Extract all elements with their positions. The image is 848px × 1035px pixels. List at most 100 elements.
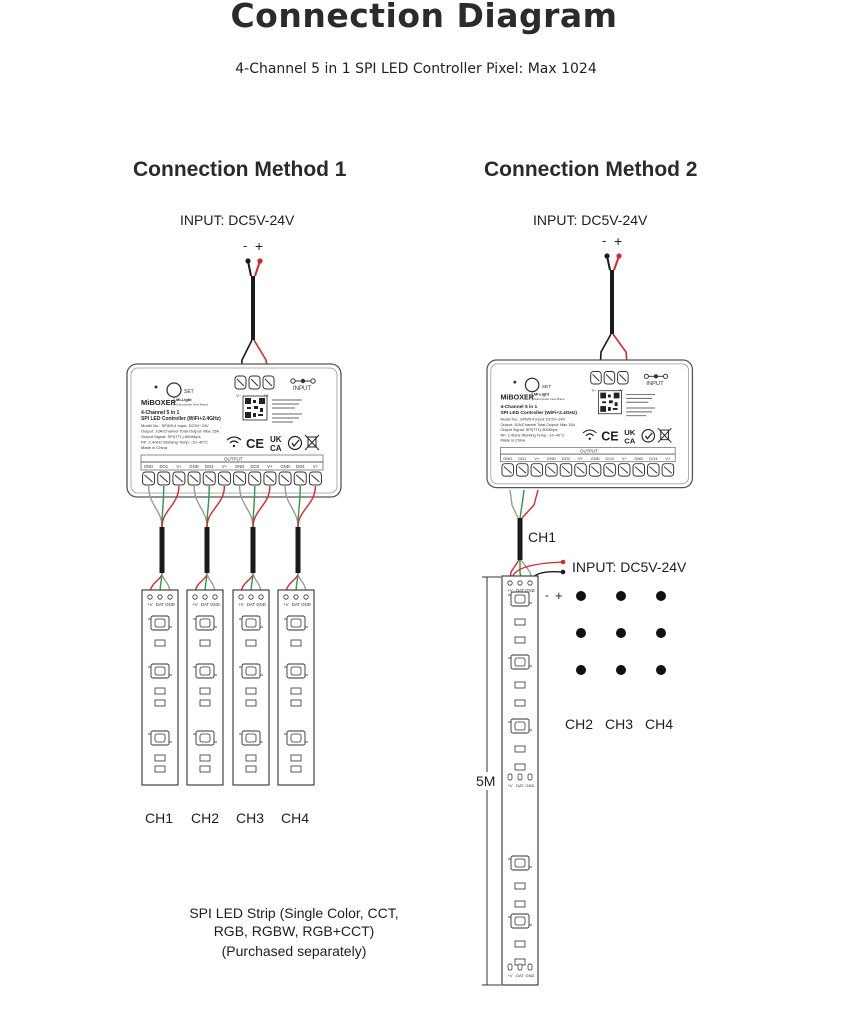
method2-polarity-plus: + — [614, 233, 622, 249]
terminal-label: GND — [591, 456, 600, 461]
method1-input-cable — [240, 258, 270, 379]
spec-line-5: Made in China — [141, 445, 168, 450]
dc-jack-icon-2 — [643, 373, 669, 379]
input-terminals-2: V− V+ — [590, 371, 629, 393]
led-chip-icon — [239, 615, 263, 631]
controller-method2: SET V− V+ INPUT MiBOXER Mi-Light Subordi… — [486, 359, 694, 489]
continuation-dot — [616, 628, 626, 638]
led-chip-icon — [193, 615, 217, 631]
brand-sub: Mi-Light — [176, 397, 192, 402]
strip-caption-line1: SPI LED Strip (Single Color, CCT, — [189, 905, 398, 921]
terminal-label: V+ — [267, 464, 273, 469]
brand-sub-2: Mi-Light — [534, 393, 550, 397]
resistor-icon — [199, 687, 211, 695]
led-chip-icon — [284, 615, 308, 631]
resistor-icon — [245, 754, 257, 762]
terminal-label: V+ — [534, 456, 540, 461]
method1-input-label: INPUT: DC5V-24V — [180, 212, 295, 228]
strip-pad-label: GND — [526, 973, 535, 978]
spec-line-4: RF: 2.4GHz Working Temp: -10~40°C — [141, 440, 208, 445]
brand-logo-2: MiBOXER — [500, 392, 534, 401]
resistor-icon — [514, 763, 526, 771]
other-channel-dots — [576, 591, 666, 675]
svg-text:Subordinate New Brand: Subordinate New Brand — [176, 403, 208, 407]
continuation-dot — [616, 591, 626, 601]
strip-pad-label: DAT — [516, 783, 524, 788]
strip-pad-label: DAT — [156, 602, 165, 607]
led-chip-icon — [239, 663, 263, 679]
controller-input-label: INPUT — [293, 386, 311, 392]
strip-pad-label: DAT — [292, 602, 301, 607]
dc-jack-icon — [290, 378, 316, 384]
terminal-label: GND — [280, 464, 289, 469]
ce-mark-2: CE — [601, 430, 618, 444]
led-chip-icon — [508, 591, 532, 607]
resistor-icon — [290, 754, 302, 762]
strip-pad-label: DAT — [516, 588, 525, 593]
spec-line-5-2: Made in China — [500, 439, 526, 443]
spec-line-4-2: RF: 2.4GHz Working Temp: -10~40°C — [500, 433, 564, 437]
continuation-dot — [656, 591, 666, 601]
ukca-mark-bottom: CA — [270, 444, 282, 453]
strip-caption-line3: (Purchased separately) — [222, 943, 367, 959]
led-chip-icon — [508, 654, 532, 670]
svg-text:Subordinate New Brand: Subordinate New Brand — [534, 397, 565, 401]
terminal-label: GND — [634, 456, 643, 461]
led-chip-icon — [508, 718, 532, 734]
controller-input-label-2: INPUT — [646, 381, 664, 387]
continuation-dot — [656, 628, 666, 638]
method1-ch3-label: CH3 — [236, 810, 264, 826]
resistor-icon — [514, 699, 526, 707]
set-label: SET — [184, 389, 194, 395]
strip-pad-label: GND — [525, 588, 535, 593]
method2-input-cable — [599, 253, 629, 373]
led-chip-icon — [148, 730, 172, 746]
resistor-icon — [514, 636, 526, 644]
strip-pad-label: DAT — [201, 602, 210, 607]
resistor-icon — [245, 699, 257, 707]
terminal-label: DO1 — [518, 456, 527, 461]
output-terminals — [142, 471, 322, 486]
led-chip-icon — [193, 663, 217, 679]
strip-pad-label: GND — [210, 602, 220, 607]
resistor-icon — [245, 765, 257, 773]
spec-line-2-2: Output: 10A/Channel Total Output: Max 15… — [500, 423, 575, 427]
input-terminals: V− V+ — [234, 375, 275, 398]
resistor-icon — [245, 639, 257, 647]
spec-line-2: Output: 10A/Channel Total Output: Max 15… — [141, 429, 219, 434]
controller-line2-2: SPI LED Controller (WiFi+2.4GHz) — [500, 410, 577, 416]
led-chip-icon — [239, 730, 263, 746]
spec-line-3-2: Output Signal: SPI(TTL) 800Kbps — [500, 428, 557, 432]
brand-logo: MiBOXER — [141, 398, 177, 407]
ukca-mark-top: UK — [270, 435, 282, 444]
spec-line-1-2: Model No.: SPW5-4 Input: DC5V~24V — [500, 417, 565, 421]
ukca-mark-bottom-2: CA — [624, 437, 636, 446]
weee-bin-icon-2 — [657, 427, 672, 443]
terminal-label: GND — [235, 464, 244, 469]
page-subtitle: 4-Channel 5 in 1 SPI LED Controller Pixe… — [235, 61, 597, 77]
set-label-2: SET — [542, 384, 551, 390]
strip-input-label: INPUT: DC5V-24V — [572, 559, 687, 575]
terminal-label: DO4 — [649, 456, 658, 461]
instruction-text-icon — [272, 399, 302, 423]
controller-line1-2: 4-Channel 5 in 1 — [500, 404, 537, 410]
continuation-dot — [576, 665, 586, 675]
qr-code-icon-2 — [597, 390, 622, 415]
resistor-icon — [514, 882, 526, 890]
terminal-label: V+ — [176, 464, 182, 469]
strip-pad-label: +V — [507, 973, 512, 978]
led-chip-icon — [508, 855, 532, 871]
terminal-label: GND — [547, 456, 556, 461]
strip-pad-label: +V — [192, 602, 198, 607]
resistor-icon — [514, 900, 526, 908]
method1-heading: Connection Method 1 — [133, 158, 347, 181]
continuation-dot — [656, 665, 666, 675]
method1-polarity-plus: + — [255, 238, 263, 254]
controller-line2: SPI LED Controller (WiFi+2.4GHz) — [141, 416, 221, 422]
page-title: Connection Diagram — [230, 0, 618, 35]
terminal-label: V+ — [222, 464, 228, 469]
